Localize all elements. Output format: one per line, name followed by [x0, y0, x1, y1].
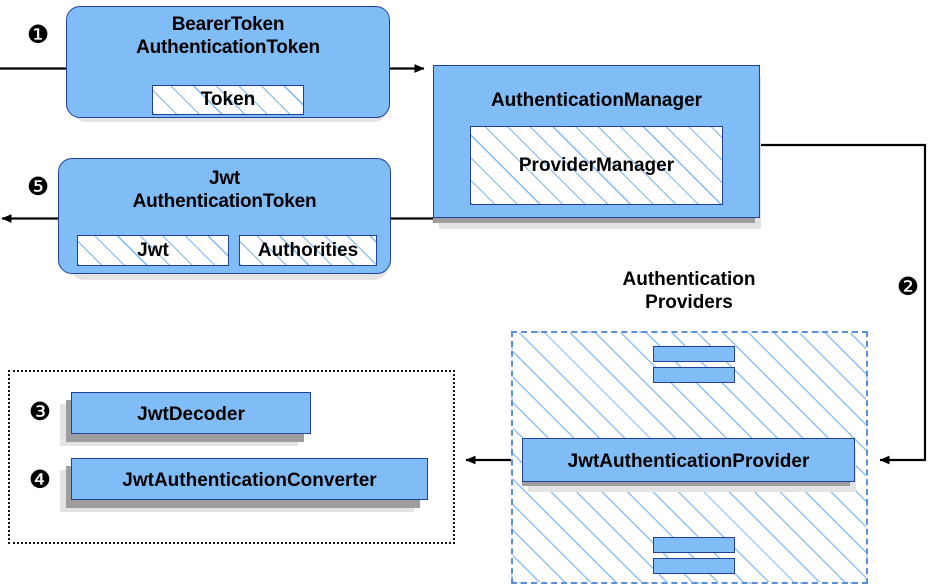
jwt-token-title-line1: Jwt — [208, 168, 241, 189]
authentication-providers-label-line2: Providers — [645, 292, 733, 313]
bearer-token-card[interactable]: BearerToken AuthenticationToken Token — [66, 6, 390, 118]
jwt-converter-title: JwtAuthenticationConverter — [122, 470, 377, 491]
jwt-provider-title: JwtAuthenticationProvider — [567, 451, 810, 472]
auth-manager-field-label: ProviderManager — [518, 154, 675, 176]
jwt-token-field-authorities-label: Authorities — [257, 239, 359, 261]
step-marker-5: ❺ — [26, 172, 50, 201]
bearer-token-field[interactable]: Token — [152, 85, 304, 115]
step-marker-2: ❷ — [896, 272, 920, 301]
bearer-token-title-line2: AuthenticationToken — [136, 37, 320, 58]
step-marker-4: ❹ — [28, 465, 52, 494]
provider-stub-bar-top-1 — [653, 346, 735, 362]
auth-manager-field[interactable]: ProviderManager — [470, 126, 723, 205]
provider-stub-bar-bottom-2 — [653, 558, 735, 574]
jwt-token-field-authorities[interactable]: Authorities — [239, 235, 377, 266]
step-marker-1: ❶ — [26, 20, 50, 49]
jwt-converter-card[interactable]: JwtAuthenticationConverter — [71, 458, 428, 500]
jwt-decoder-title: JwtDecoder — [137, 404, 245, 425]
bearer-token-title-line1: BearerToken — [171, 14, 285, 35]
jwt-provider-card[interactable]: JwtAuthenticationProvider — [522, 438, 855, 482]
authentication-providers-label-line1: Authentication — [622, 269, 756, 290]
support-components-container — [8, 370, 455, 544]
provider-stub-bar-top-2 — [653, 367, 735, 383]
auth-manager-card[interactable]: AuthenticationManager ProviderManager — [433, 65, 760, 218]
jwt-token-title-line2: AuthenticationToken — [132, 191, 317, 212]
jwt-token-field-jwt[interactable]: Jwt — [77, 235, 229, 266]
step-marker-3: ❸ — [28, 397, 52, 426]
jwt-token-card[interactable]: Jwt AuthenticationToken Jwt Authorities — [58, 158, 391, 274]
auth-manager-title: AuthenticationManager — [490, 90, 703, 111]
jwt-decoder-card[interactable]: JwtDecoder — [71, 392, 311, 434]
jwt-token-field-jwt-label: Jwt — [137, 239, 169, 261]
bearer-token-field-label: Token — [200, 89, 256, 110]
provider-stub-bar-bottom-1 — [653, 537, 735, 553]
